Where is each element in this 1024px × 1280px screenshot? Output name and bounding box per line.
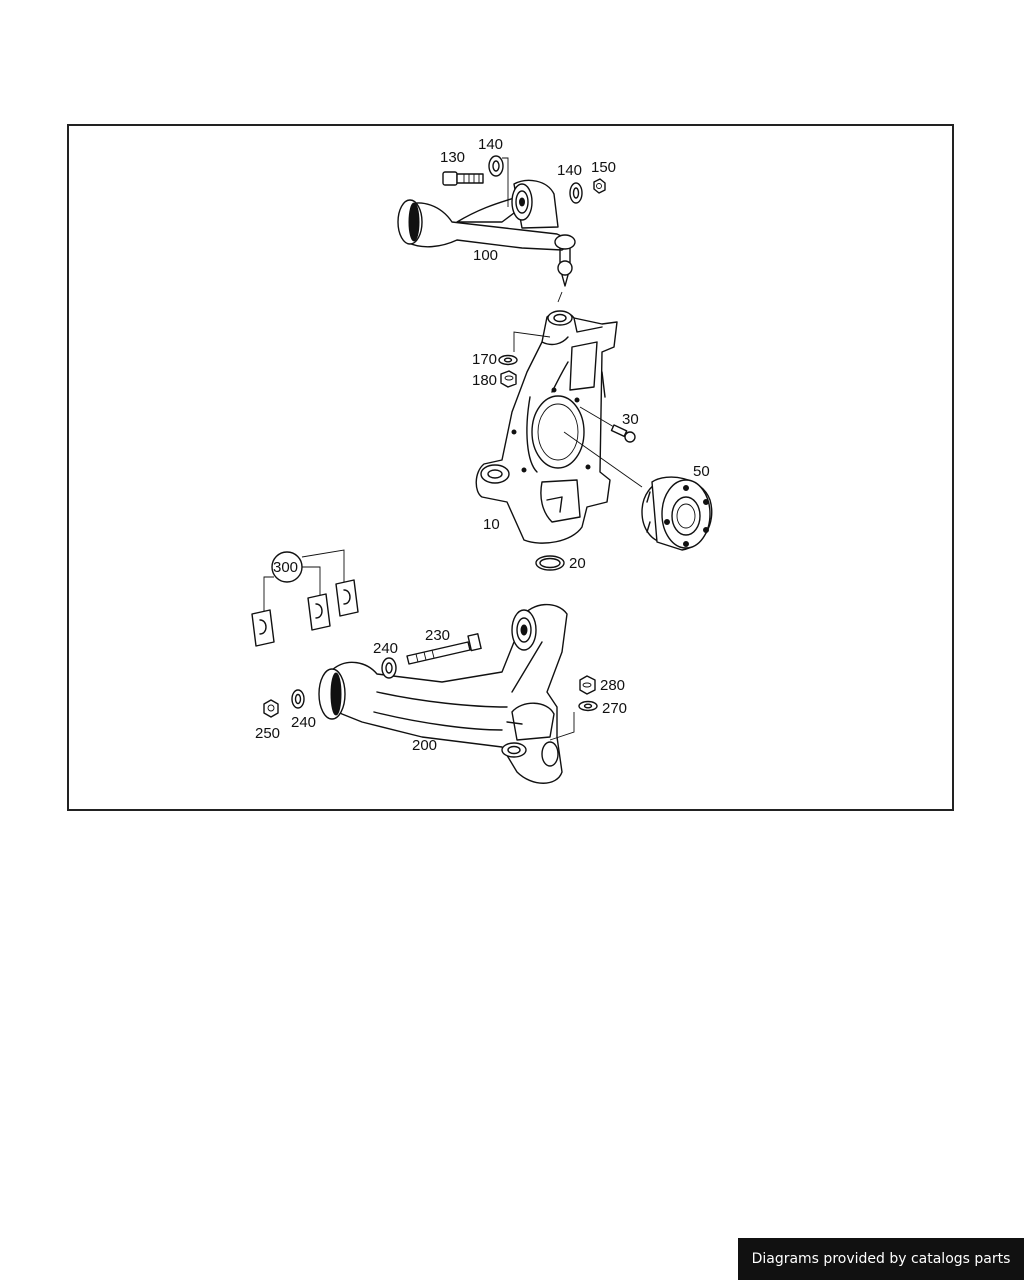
callout-170[interactable]: 170 [472, 351, 497, 368]
callout-130[interactable]: 130 [440, 149, 465, 166]
leader-50 [563, 431, 643, 488]
callout-270[interactable]: 270 [602, 700, 627, 717]
callout-150[interactable]: 150 [591, 159, 616, 176]
callout-280[interactable]: 280 [600, 677, 625, 694]
leader-ball-joint [557, 291, 563, 303]
nut-150[interactable] [593, 178, 606, 194]
credit-banner: Diagrams provided by catalogs parts [738, 1238, 1024, 1280]
parts-diagram-frame: 130 140 140 150 100 170 180 30 50 10 20 … [67, 124, 954, 811]
callout-230[interactable]: 230 [425, 627, 450, 644]
callout-50[interactable]: 50 [693, 463, 710, 480]
callout-100[interactable]: 100 [473, 247, 498, 264]
callout-240-upper[interactable]: 240 [373, 640, 398, 657]
bolt-230[interactable] [406, 633, 482, 665]
lower-control-arm[interactable] [318, 603, 568, 784]
callout-300[interactable]: 300 [273, 559, 298, 576]
washer-240-lower[interactable] [291, 689, 305, 709]
callout-140-upper[interactable]: 140 [478, 136, 503, 153]
upper-control-arm[interactable] [397, 179, 576, 287]
washer-140-upper[interactable] [488, 155, 504, 177]
callout-200[interactable]: 200 [412, 737, 437, 754]
leader-140a [502, 157, 509, 207]
suspension-exploded-diagram: 130 140 140 150 100 170 180 30 50 10 20 … [251, 136, 713, 784]
callout-180[interactable]: 180 [472, 372, 497, 389]
nut-180[interactable] [500, 370, 517, 388]
washer-140-right[interactable] [569, 182, 583, 204]
callout-240-lower[interactable]: 240 [291, 714, 316, 731]
bolt-130[interactable] [442, 171, 484, 186]
leader-170 [513, 331, 551, 352]
washer-240-upper[interactable] [381, 657, 397, 679]
callout-30[interactable]: 30 [622, 411, 639, 428]
nut-250[interactable] [263, 699, 279, 718]
shim-kit-300[interactable] [251, 549, 359, 647]
callout-140-right[interactable]: 140 [557, 162, 582, 179]
snap-ring-20[interactable] [535, 555, 565, 571]
wheel-hub[interactable] [641, 476, 713, 551]
washer-170[interactable] [498, 354, 518, 366]
callout-20[interactable]: 20 [569, 555, 586, 572]
leader-270 [549, 712, 575, 741]
steering-knuckle[interactable] [475, 310, 618, 544]
callout-10[interactable]: 10 [483, 516, 500, 533]
callout-250[interactable]: 250 [255, 725, 280, 742]
bolt-30[interactable] [610, 424, 636, 443]
leader-30 [579, 406, 615, 428]
nut-280[interactable] [579, 675, 596, 695]
washer-270[interactable] [578, 700, 598, 712]
